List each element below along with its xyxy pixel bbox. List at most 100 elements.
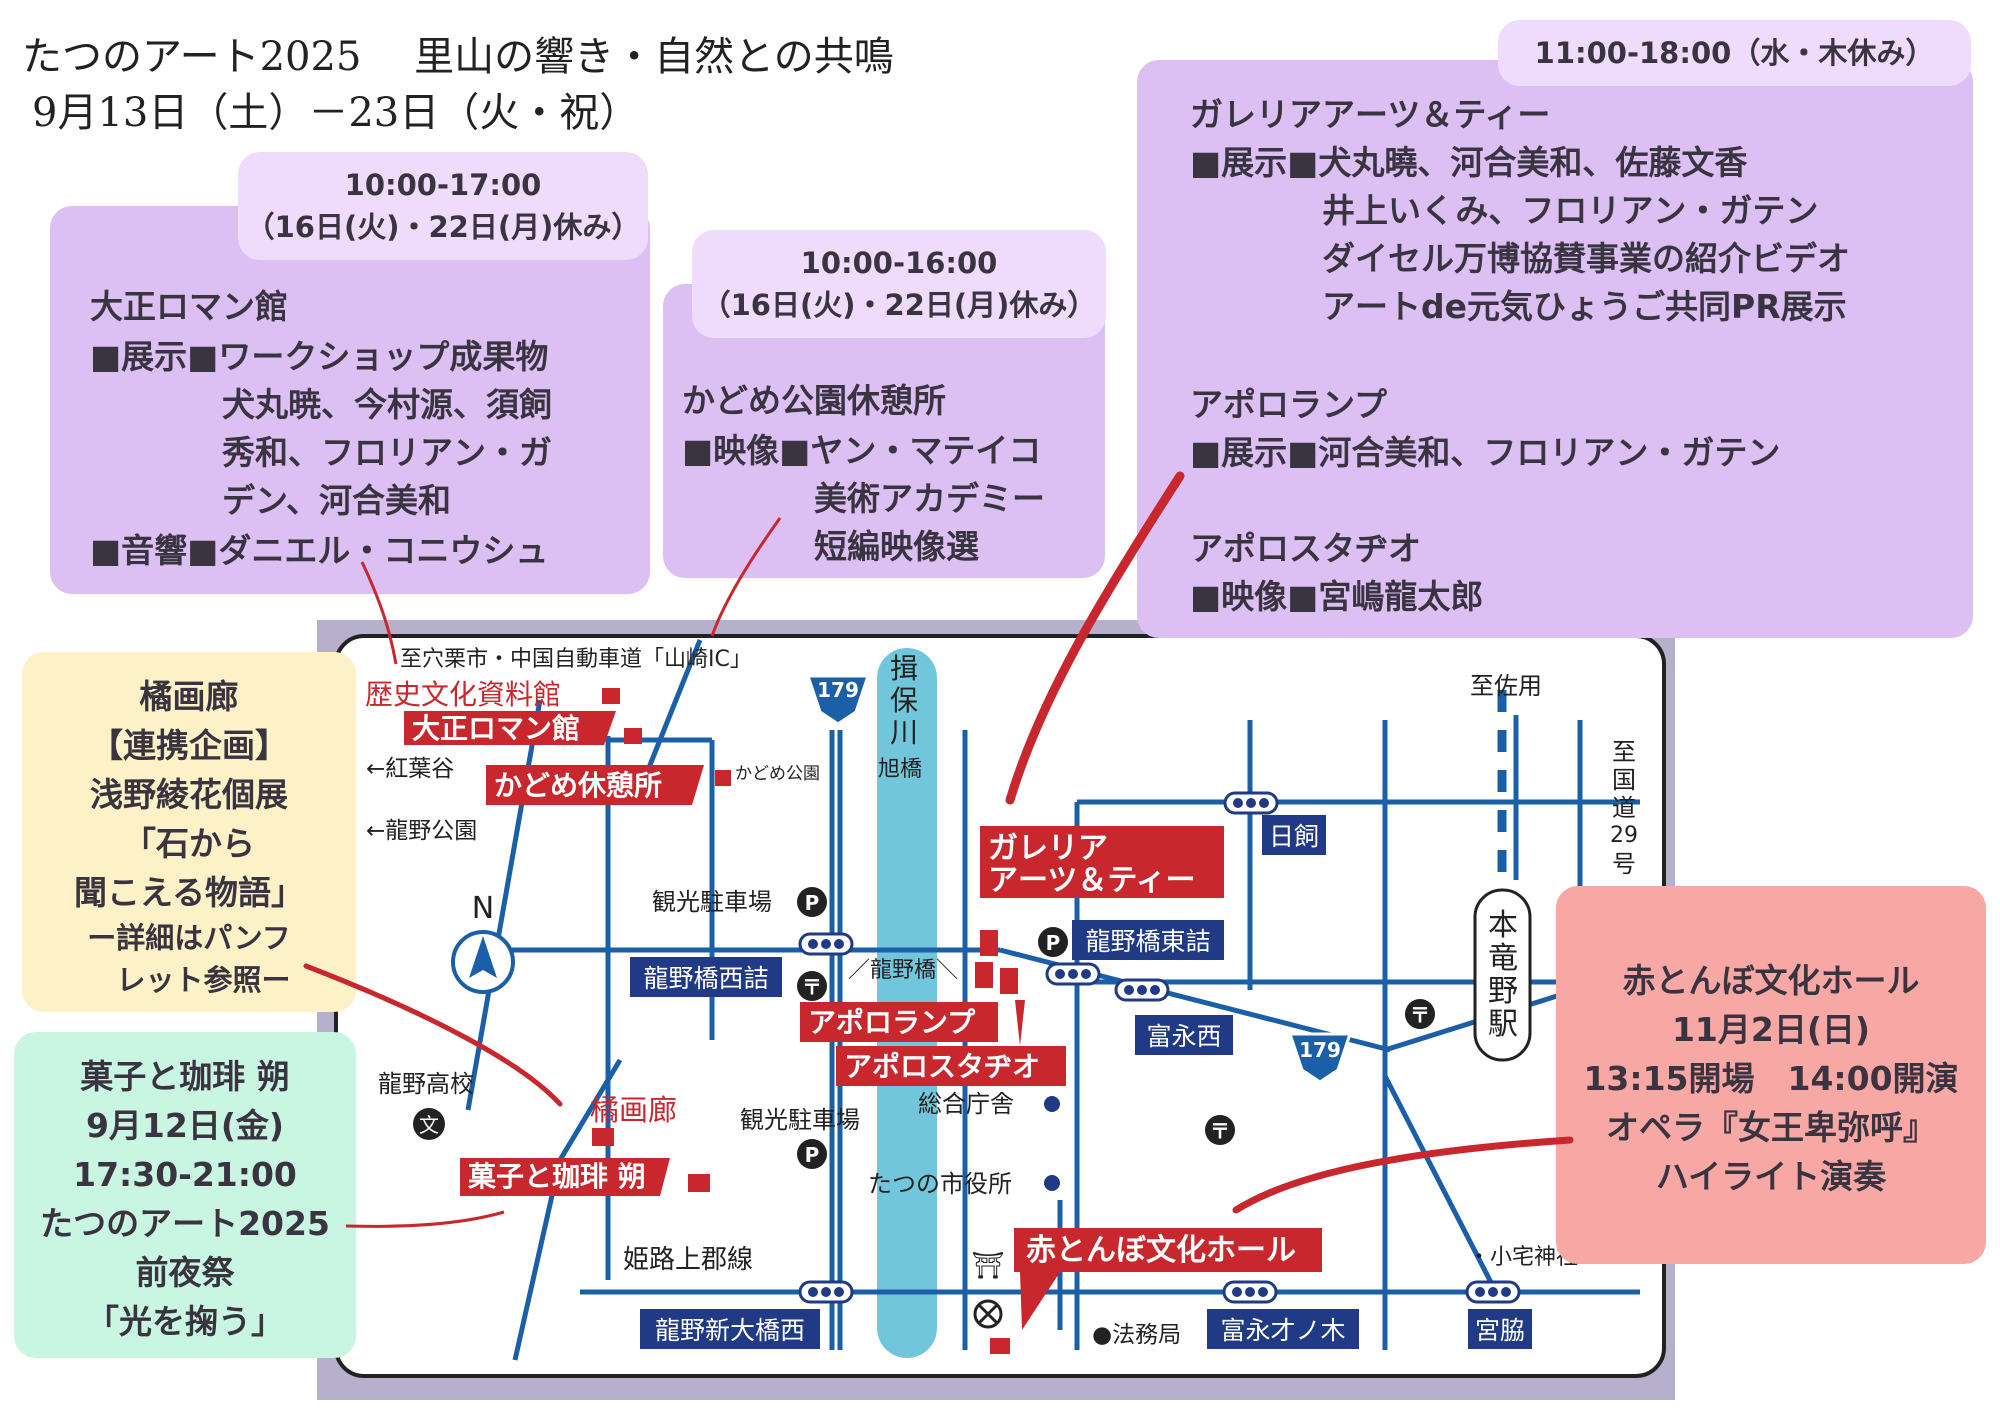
taisho-line-4: ■音響■ダニエル・コニウシュ: [90, 531, 549, 570]
taisho-hours-line1: 10:00-17:00: [344, 168, 542, 202]
svg-text:日飼: 日飼: [1269, 822, 1319, 851]
post-office-icon-3: 〒: [1205, 1115, 1235, 1145]
taisho-line-0: ■展示■ワークショップ成果物: [90, 337, 549, 376]
tachibana-info-box: 橘画廊 【連携企画】 浅野綾花個展 「石から 聞こえる物語」 ー詳細はパンフ レ…: [22, 652, 356, 1012]
svg-text:アポロランプ: アポロランプ: [808, 1006, 976, 1039]
connector-galleria: [1005, 471, 1185, 805]
galleria-line-7: ■展示■河合美和、フロリアン・ガテン: [1190, 433, 1781, 472]
himeji-line-label: 姫路上郡線: [623, 1245, 753, 1275]
tachibana-note-1: レット参照ー: [87, 963, 291, 997]
intersection-nishizume: 龍野橋西詰: [630, 957, 782, 997]
taisho-hours-line2: （16日(火)・22日(月)休み）: [245, 210, 641, 244]
kashi-line-4: 前夜祭: [135, 1253, 235, 1292]
city-hall-label: たつの市役所: [868, 1170, 1012, 1198]
route29-label-1: 国: [1612, 766, 1636, 794]
venue-kashi: 菓子と珈琲 朔: [460, 1158, 710, 1196]
sogo-chosha-label: 総合庁舎: [918, 1090, 1014, 1118]
taisho-info-box: [50, 206, 650, 594]
tachibana-line-0: 橘画廊: [139, 677, 239, 716]
direction-yamasaki: 至穴栗市・中国自動車道「山崎IC」: [400, 647, 752, 672]
kashi-info-box: 菓子と珈琲 朔 9月12日(金) 17:30-21:00 たつのアート2025 …: [14, 1032, 356, 1358]
river-label-2: 川: [890, 716, 918, 749]
akatonbo-line-1: 11月2日(日): [1671, 1010, 1871, 1049]
venue-galleria: ガレリア アーツ＆ティー: [975, 826, 1224, 994]
kadome-line-2: 短編映像選: [682, 527, 979, 566]
intersection-shin-ohashi: 龍野新大橋西: [640, 1309, 820, 1349]
intersection-tominaga-nishi: 富永西: [1135, 1015, 1233, 1055]
area-map: 本 竜 野 駅 至 国 道 29 号 至穴栗市・中国自動車道「山崎IC」 至佐用…: [317, 620, 1675, 1400]
svg-text:菓子と珈琲 朔: 菓子と珈琲 朔: [467, 1160, 646, 1193]
kashi-line-1: 9月12日(金): [85, 1106, 285, 1145]
svg-text:P: P: [1046, 931, 1061, 955]
high-school-label: 龍野高校: [378, 1070, 474, 1098]
school-icon: 文: [413, 1108, 445, 1140]
svg-text:歴史文化資料館: 歴史文化資料館: [365, 678, 561, 711]
connector-akatonbo: [1232, 1136, 1574, 1214]
post-office-icon-2: 〒: [1405, 999, 1435, 1029]
galleria-line-2: 井上いくみ、フロリアン・ガテン: [1190, 191, 1819, 230]
parking-icon-3: P: [1038, 927, 1068, 957]
kadome-park-label: かどめ公園: [735, 764, 820, 784]
station-box: [1473, 888, 1532, 1062]
intersection-tominaga-onoki: 富永才ノ木: [1207, 1309, 1359, 1349]
venue-kadome: かどめ休憩所: [486, 765, 731, 805]
akatonbo-line-4: ハイライト演奏: [1655, 1157, 1887, 1196]
kanko-parking-south-label: 観光駐車場: [740, 1106, 860, 1134]
svg-text:P: P: [805, 1143, 820, 1167]
galleria-line-0: ガレリアアーツ＆ティー: [1190, 95, 1551, 134]
taisho-line-2: 秀和、フロリアン・ガ: [90, 433, 552, 472]
venue-apolo-studio: アポロスタヂオ: [836, 1046, 1066, 1086]
kadome-line-0: ■映像■ヤン・マテイコ: [682, 431, 1042, 470]
svg-text:〒: 〒: [802, 975, 822, 999]
parking-icon-2: P: [797, 1139, 827, 1169]
kashi-line-0: 菓子と珈琲 朔: [80, 1057, 290, 1096]
galleria-hours: 11:00-18:00（水・木休み）: [1534, 36, 1935, 70]
taisho-name: 大正ロマン館: [90, 287, 288, 326]
connector-kadome: [710, 517, 782, 637]
galleria-line-6: アポロランプ: [1190, 385, 1388, 424]
galleria-line-1: ■展示■犬丸曉、河合美和、佐藤文香: [1190, 143, 1748, 182]
svg-text:文: 文: [419, 1113, 439, 1137]
tachibana-line-3: 「石から: [123, 824, 255, 863]
kashi-line-3: たつのアート2025: [40, 1204, 330, 1243]
venue-apolo-lamp: アポロランプ: [800, 1000, 1025, 1046]
river-label-0: 揖: [890, 652, 918, 685]
venue-rekishi: 歴史文化資料館: [365, 678, 620, 711]
north-label: N: [472, 891, 494, 926]
route29-label-2: 道: [1612, 794, 1636, 822]
tachibana-note-0: ー詳細はパンフ: [87, 921, 291, 955]
akatonbo-info-box: 赤とんぼ文化ホール 11月2日(日) 13:15開場 14:00開演 オペラ『女…: [1556, 886, 1986, 1264]
akatonbo-line-0: 赤とんぼ文化ホール: [1622, 961, 1920, 1000]
taisho-line-1: 犬丸暁、今村源、須飼: [90, 385, 552, 424]
intersection-hikai: 日飼: [1262, 815, 1326, 855]
svg-text:富永西: 富永西: [1146, 1022, 1221, 1051]
route29-label-4: 号: [1612, 850, 1636, 878]
connector-taisho: [360, 561, 398, 665]
parking-icon-1: P: [797, 887, 827, 917]
station-label-3: 駅: [1488, 1007, 1518, 1042]
svg-text:大正ロマン館: 大正ロマン館: [412, 712, 580, 745]
kadome-name: かどめ公園休憩所: [682, 381, 946, 420]
intersection-higashizume: 龍野橋東詰: [1072, 920, 1224, 960]
route29-label-3: 29: [1610, 823, 1638, 848]
tachibana-line-1: 【連携企画】: [90, 726, 288, 765]
galleria-line-9: アポロスタヂオ: [1190, 529, 1421, 568]
svg-text:龍野橋西詰: 龍野橋西詰: [643, 964, 768, 993]
tachibana-line-4: 聞こえる物語」: [73, 873, 304, 912]
kanko-parking-north-label: 観光駐車場: [652, 888, 772, 916]
river-label-1: 保: [890, 684, 918, 717]
svg-text:179: 179: [1299, 1038, 1341, 1062]
direction-sayo: 至佐用: [1470, 672, 1542, 700]
svg-text:宮脇: 宮脇: [1475, 1316, 1525, 1345]
svg-text:龍野新大橋西: 龍野新大橋西: [655, 1316, 805, 1345]
svg-text:ガレリア: ガレリア: [988, 831, 1108, 866]
svg-text:アポロスタヂオ: アポロスタヂオ: [844, 1050, 1040, 1083]
akatonbo-line-3: オペラ『女王卑弥呼』: [1606, 1108, 1936, 1147]
svg-text:橘画廊: 橘画廊: [590, 1093, 677, 1127]
kadome-hours-line2: （16日(火)・22日(月)休み）: [701, 288, 1097, 322]
svg-text:〒: 〒: [1210, 1119, 1230, 1143]
galleria-line-10: ■映像■宮嶋龍太郎: [1190, 577, 1484, 616]
tachibana-line-2: 浅野綾花個展: [90, 775, 288, 814]
page-title: たつのアート2025 里山の響き・自然との共鳴: [22, 34, 894, 80]
